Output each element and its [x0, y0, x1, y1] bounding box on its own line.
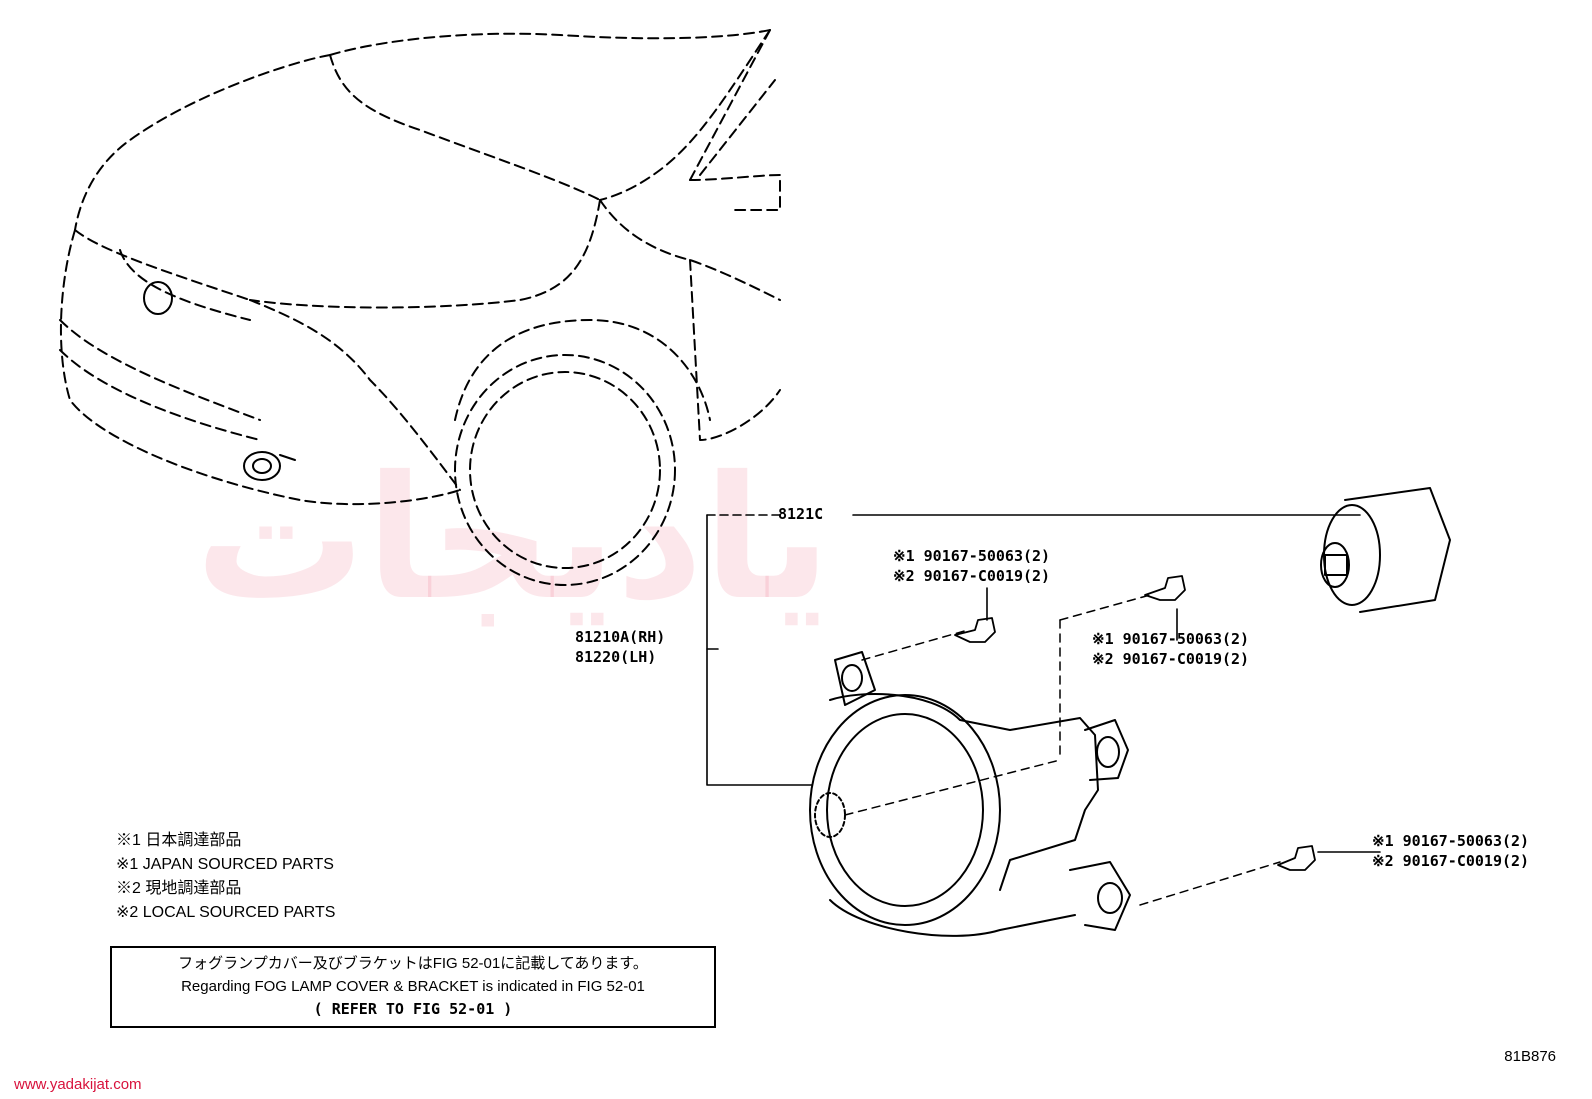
- watermark-logo: ياديجات: [195, 440, 831, 638]
- legend-line-2: ※1 JAPAN SOURCED PARTS: [116, 856, 334, 873]
- label-screw-top-2: ※2 90167-C0019(2): [893, 567, 1051, 585]
- car-fog-lamp-location: [143, 281, 296, 481]
- notice-en: Regarding FOG LAMP COVER & BRACKET is in…: [181, 978, 645, 995]
- label-lamp-lh: 81220(LH): [575, 648, 657, 666]
- label-lamp-rh: 81210A(RH): [575, 628, 666, 646]
- label-screw-low-1: ※1 90167-50063(2): [1372, 832, 1530, 850]
- label-connector: 8121C: [778, 505, 824, 523]
- screw-icon: [954, 575, 1316, 871]
- figure-id: 81B876: [1504, 1048, 1556, 1065]
- site-url[interactable]: www.yadakijat.com: [14, 1076, 142, 1093]
- car-front-outline: [59, 29, 781, 586]
- notice-jp: フォグランプカバー及びブラケットはFIG 52-01に記載してあります。: [178, 955, 648, 972]
- legend-line-1: ※1 日本調達部品: [116, 832, 242, 849]
- notice-ref: ( REFER TO FIG 52-01 ): [313, 1000, 513, 1018]
- label-screw-mid-2: ※2 90167-C0019(2): [1092, 650, 1250, 668]
- bulb-connector: [1320, 487, 1451, 613]
- legend-line-3: ※2 現地調達部品: [116, 880, 242, 897]
- notice-box: フォグランプカバー及びブラケットはFIG 52-01に記載してあります。 Reg…: [110, 946, 716, 1028]
- label-screw-top-1: ※1 90167-50063(2): [893, 547, 1051, 565]
- fog-lamp-assembly: [809, 651, 1131, 937]
- legend-line-4: ※2 LOCAL SOURCED PARTS: [116, 904, 336, 921]
- label-screw-low-2: ※2 90167-C0019(2): [1372, 852, 1530, 870]
- label-screw-mid-1: ※1 90167-50063(2): [1092, 630, 1250, 648]
- leader-lines: [706, 514, 1381, 853]
